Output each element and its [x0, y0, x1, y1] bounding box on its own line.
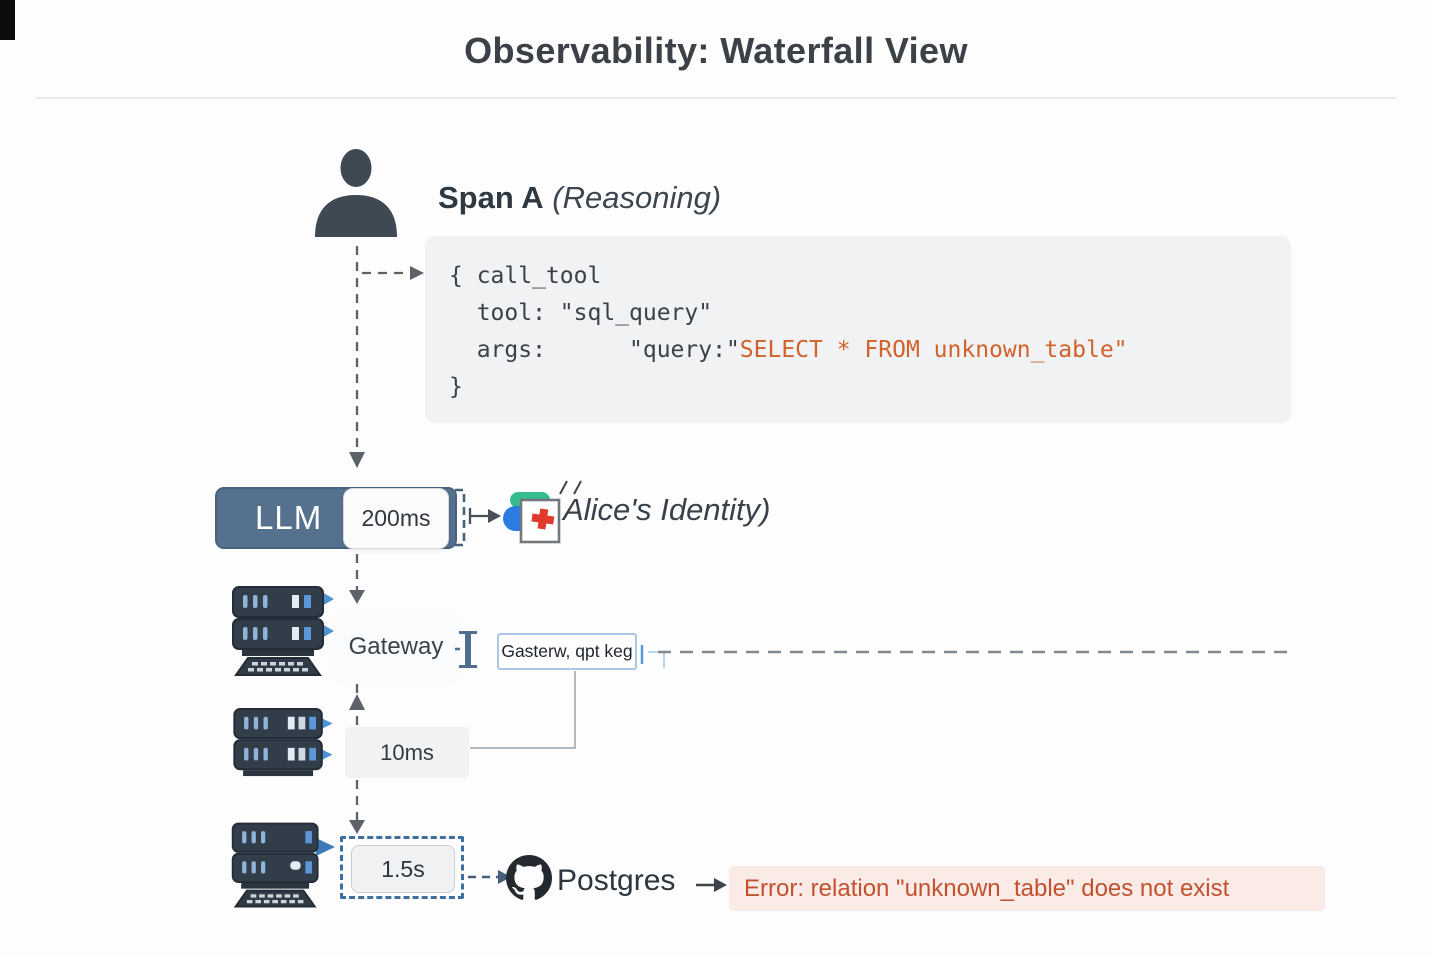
github-icon: [506, 855, 552, 906]
postgres-span-outline: 1.5s: [340, 836, 464, 899]
span-a-title: Span A: [438, 180, 544, 215]
server-stack-icon: [228, 586, 334, 683]
server-stack-icon: [228, 708, 334, 783]
server-stack-icon: [228, 818, 328, 919]
span-a-subtitle: (Reasoning): [552, 180, 722, 215]
user-icon: [303, 143, 409, 248]
code-line-3-prefix: args: "query:": [449, 337, 740, 363]
code-line-2: tool: "sql_query": [449, 300, 713, 326]
postgres-label: Postgres: [557, 864, 676, 897]
gateway-label: Gateway: [337, 612, 455, 682]
gateway-duration-badge: 10ms: [345, 727, 469, 778]
page-title: Observability: Waterfall View: [464, 30, 968, 71]
code-line-3-sql: SELECT * FROM unknown_table": [739, 337, 1128, 363]
postgres-error-badge: Error: relation "unknown_table" does not…: [729, 866, 1325, 911]
tag-to-duration-connector: [470, 671, 576, 749]
span-a-heading: Span A (Reasoning): [438, 180, 721, 216]
llm-duration-badge: 200ms: [343, 488, 449, 549]
code-line-4: }: [449, 374, 463, 400]
llm-label: LLM: [255, 499, 323, 536]
gateway-tag-box: Gasterw, qpt keg: [497, 633, 637, 670]
postgres-duration-badge: 1.5s: [351, 845, 455, 893]
corner-mark: [0, 0, 15, 40]
identity-app-icon: [502, 484, 562, 559]
title-divider: [36, 97, 1396, 99]
code-line-1: { call_tool: [449, 263, 602, 289]
tool-call-code-block: { call_tool tool: "sql_query" args: "que…: [425, 236, 1291, 423]
identity-annotation: Alice's Identity): [563, 492, 771, 527]
